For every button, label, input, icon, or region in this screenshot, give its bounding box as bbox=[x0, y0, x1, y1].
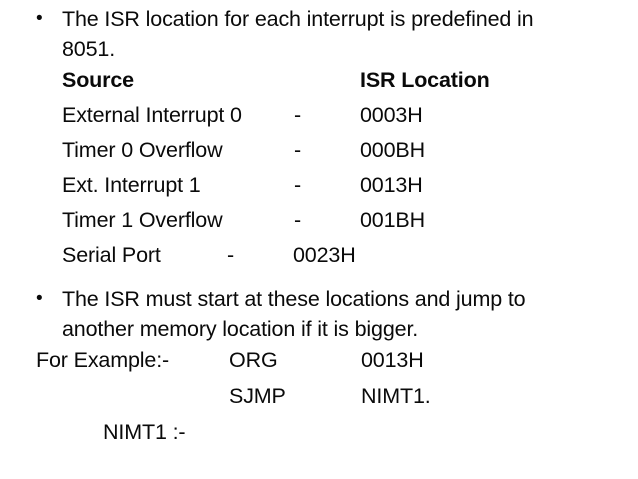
cell-source: Timer 1 Overflow bbox=[62, 208, 223, 232]
cell-separator: - bbox=[227, 243, 235, 267]
cell-isr-location: 0023H bbox=[293, 243, 356, 267]
bullet-paragraph-1: • The ISR location for each interrupt is… bbox=[30, 4, 610, 64]
bullet-row: • The ISR must start at these locations … bbox=[30, 284, 610, 314]
cell-isr-location: 000BH bbox=[360, 138, 425, 162]
cell-separator: - bbox=[294, 208, 302, 232]
instruction-operand: 0013H bbox=[361, 348, 424, 372]
table-row: Timer 0 Overflow - 000BH bbox=[0, 135, 638, 165]
instruction-operand: NIMT1. bbox=[361, 384, 431, 408]
table-row: External Interrupt 0 - 0003H bbox=[0, 100, 638, 130]
cell-source: Timer 0 Overflow bbox=[62, 138, 223, 162]
example-row-org: For Example:- ORG 0013H bbox=[0, 345, 638, 375]
instruction-mnemonic: ORG bbox=[229, 348, 278, 372]
bullet-point-icon: • bbox=[36, 288, 43, 309]
cell-source: Serial Port bbox=[62, 243, 161, 267]
cell-source: External Interrupt 0 bbox=[62, 103, 242, 127]
bullet-1-line-2: 8051. bbox=[62, 37, 116, 61]
table-header-row: Source ISR Location bbox=[0, 65, 638, 95]
cell-isr-location: 0003H bbox=[360, 103, 423, 127]
cell-separator: - bbox=[294, 138, 302, 162]
bullet-row: • The ISR location for each interrupt is… bbox=[30, 4, 610, 34]
bullet-paragraph-2: • The ISR must start at these locations … bbox=[30, 284, 610, 344]
bullet-1-line-1: The ISR location for each interrupt is p… bbox=[62, 7, 534, 31]
cell-isr-location: 0013H bbox=[360, 173, 423, 197]
column-header-source: Source bbox=[62, 68, 134, 92]
instruction-label-definition: NIMT1 :- bbox=[103, 420, 186, 444]
example-row-sjmp: SJMP NIMT1. bbox=[0, 381, 638, 411]
table-row: Serial Port - 0023H bbox=[0, 240, 638, 270]
column-header-isr-location: ISR Location bbox=[360, 68, 490, 92]
instruction-mnemonic: SJMP bbox=[229, 384, 286, 408]
table-row: Ext. Interrupt 1 - 0013H bbox=[0, 170, 638, 200]
bullet-2-line-1: The ISR must start at these locations an… bbox=[62, 287, 526, 311]
cell-source: Ext. Interrupt 1 bbox=[62, 173, 201, 197]
cell-separator: - bbox=[294, 173, 302, 197]
example-label: For Example:- bbox=[36, 348, 170, 372]
cell-separator: - bbox=[294, 103, 302, 127]
bullet-2-line-2: another memory location if it is bigger. bbox=[62, 317, 419, 341]
example-row-label-def: NIMT1 :- bbox=[0, 417, 638, 447]
bullet-point-icon: • bbox=[36, 8, 43, 29]
table-row: Timer 1 Overflow - 001BH bbox=[0, 205, 638, 235]
cell-isr-location: 001BH bbox=[360, 208, 425, 232]
